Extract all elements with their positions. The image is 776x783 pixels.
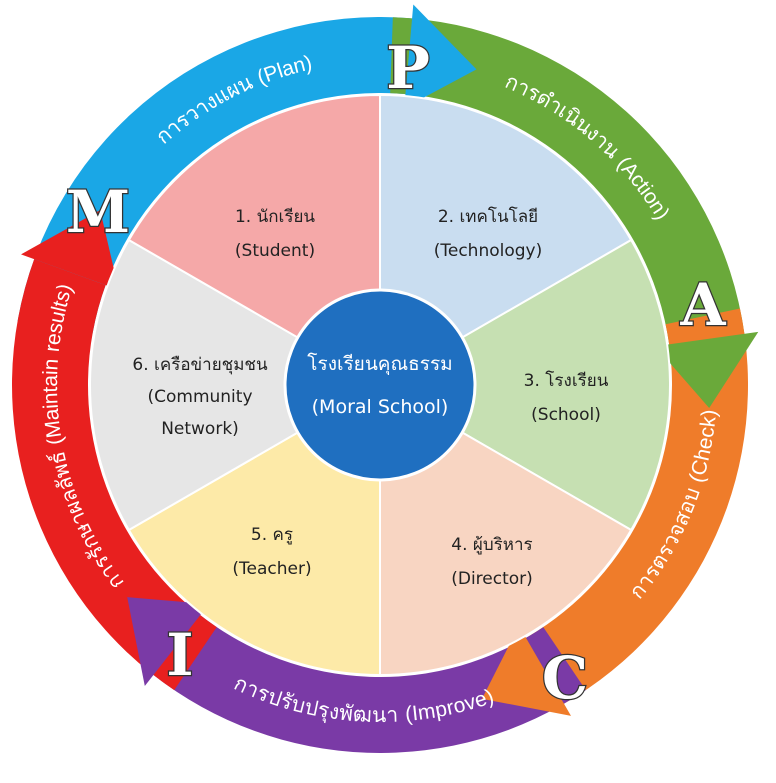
slice-labels: 1. นักเรียน(Student) 2. เทคโนโลยี(Techno… (132, 206, 608, 589)
center-title: โรงเรียนคุณธรรม (307, 352, 452, 376)
arrowhead-a (655, 331, 759, 409)
ring-segment-m (12, 259, 217, 691)
ring-segments (12, 16, 748, 753)
letter-a: A (679, 271, 726, 339)
arrowhead-p (404, 4, 477, 109)
slice-2-label: 2. เทคโนโลยี(Technology) (434, 206, 543, 261)
ring-segment-i (153, 615, 586, 753)
slice-3-label: 3. โรงเรียน(School) (524, 370, 609, 425)
ring-segment-p (17, 16, 413, 335)
center-subtitle: (Moral School) (312, 396, 449, 418)
pie-slice-5 (89, 238, 382, 532)
ring-segment-c (526, 308, 748, 704)
pie-slice-2 (378, 238, 671, 532)
letter-i: I (166, 621, 193, 689)
letter-p: P (386, 34, 430, 102)
slice-4-label: 4. ผู้บริหาร(Director) (451, 535, 533, 589)
ring-segment-a (390, 17, 745, 345)
slice-1-label: 1. นักเรียน(Student) (235, 207, 316, 261)
slice-5-label: 5. ครู(Teacher) (232, 525, 311, 579)
ring-letters: P A C I M (65, 33, 728, 714)
arrowhead-m (21, 210, 119, 290)
arrowhead-i (127, 597, 209, 687)
arrowhead-c (481, 625, 571, 716)
letter-c: C (542, 644, 588, 712)
ring-arrowheads (21, 4, 759, 716)
center-circle (283, 288, 477, 482)
letter-m: M (66, 178, 130, 246)
